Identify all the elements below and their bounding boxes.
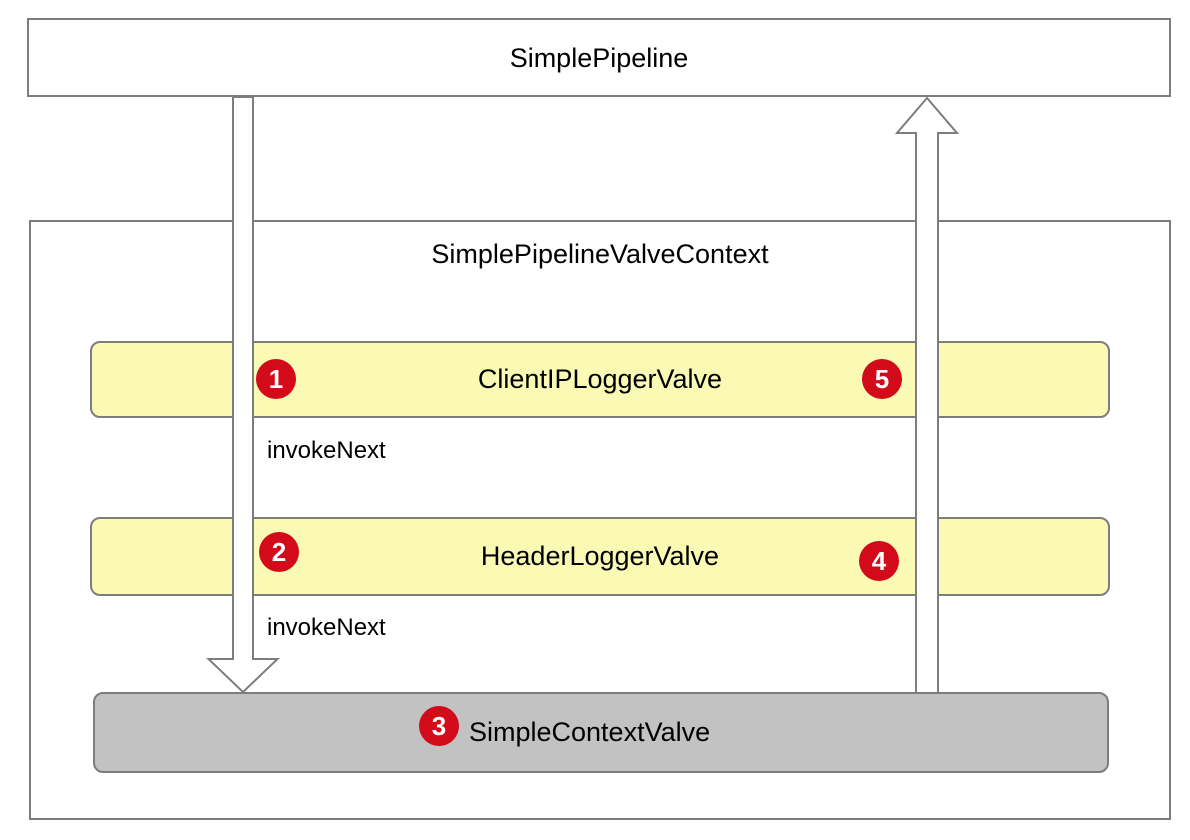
valve-box-header-logger: 2 HeaderLoggerValve 4 [90, 517, 1110, 596]
step-badge-1: 1 [256, 359, 296, 399]
valve-label-clientip-logger: ClientIPLoggerValve [477, 364, 723, 394]
valve-box-simple-context: 3 SimpleContextValve [93, 692, 1109, 773]
step-badge-5: 5 [862, 359, 902, 399]
simple-pipeline-label: SimplePipeline [509, 42, 689, 73]
valve-label-header-logger: HeaderLoggerValve [480, 541, 720, 571]
invoke-next-label-1: invokeNext [267, 437, 386, 464]
valve-label-simple-context: SimpleContextValve [469, 717, 711, 747]
step-badge-3: 3 [419, 706, 459, 746]
invoke-next-label-2: invokeNext [267, 614, 386, 641]
step-badge-2: 2 [259, 532, 299, 572]
valve-context-label: SimplePipelineValveContext [431, 239, 769, 269]
simple-pipeline-box: SimplePipeline [27, 18, 1171, 97]
valve-box-clientip-logger: 1 ClientIPLoggerValve 5 [90, 341, 1110, 418]
step-badge-4: 4 [859, 541, 899, 581]
